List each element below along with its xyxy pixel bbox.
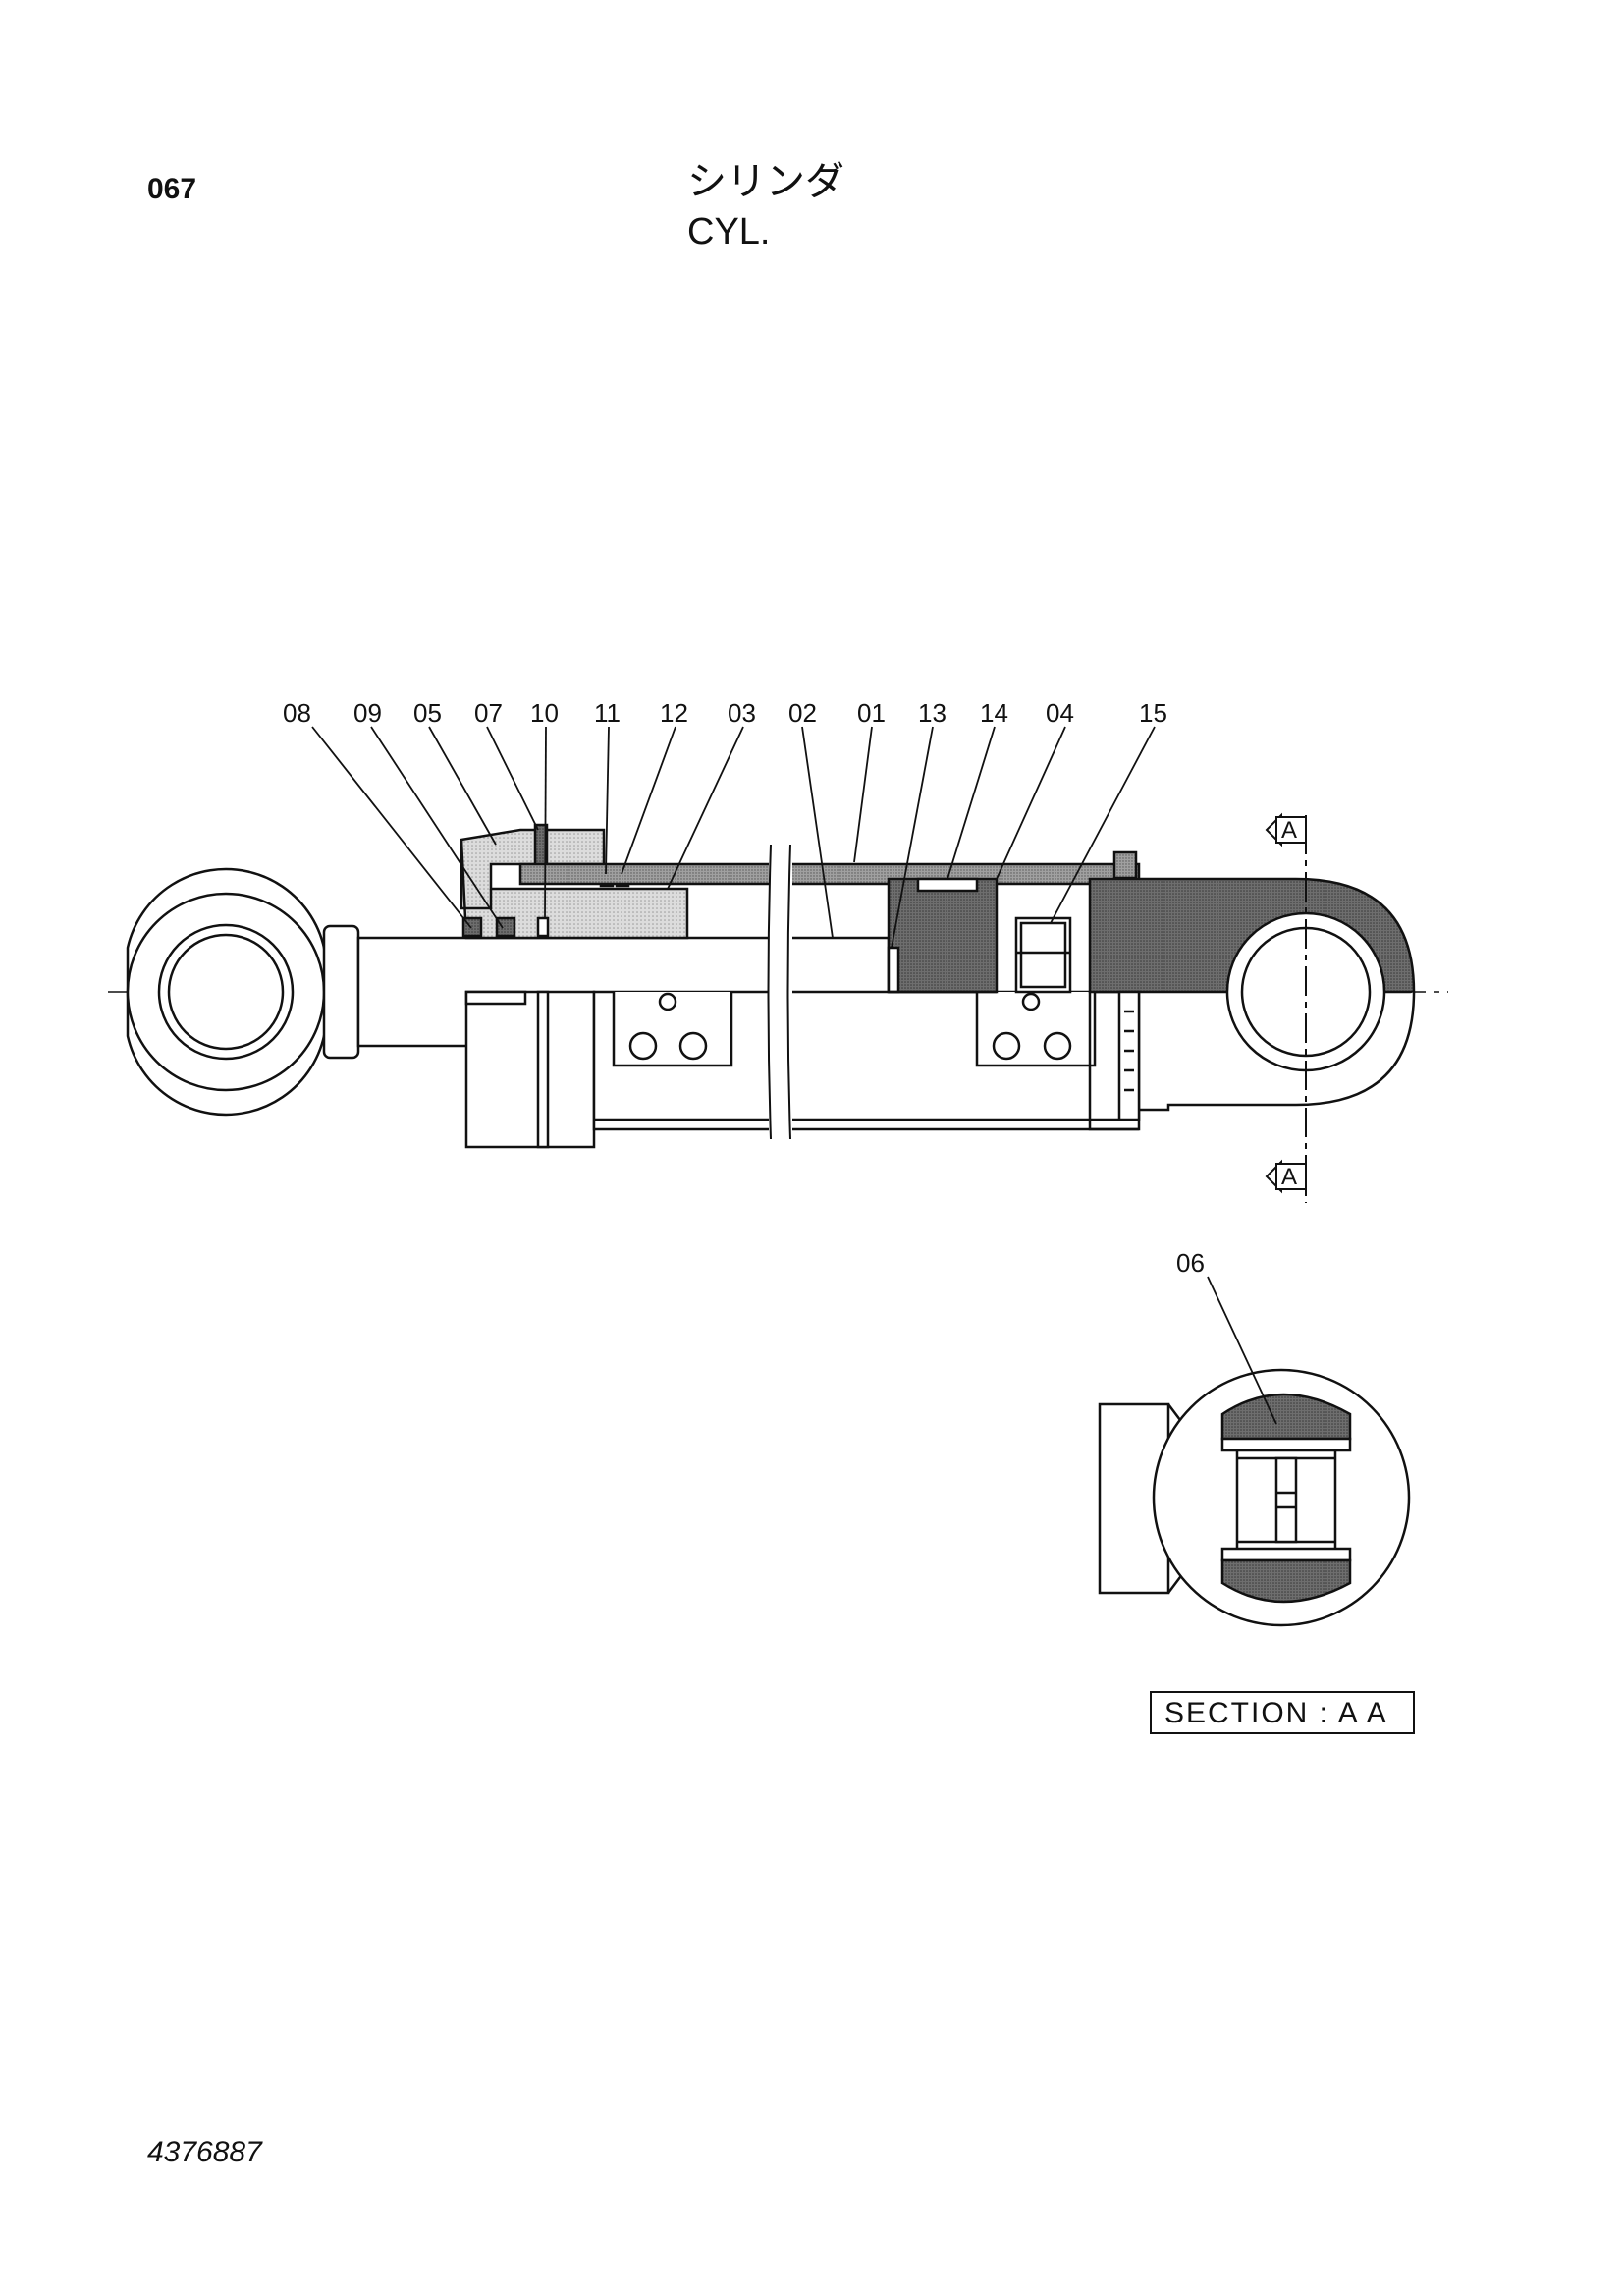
drawing-number: 4376887 — [147, 2136, 262, 2168]
callout-labels: 08 09 05 07 10 11 12 03 02 01 13 14 04 1… — [283, 698, 1167, 728]
callout-08: 08 — [283, 698, 311, 728]
callout-03: 03 — [728, 698, 756, 728]
callout-07: 07 — [474, 698, 503, 728]
page-number: 067 — [147, 173, 197, 205]
callout-13: 13 — [918, 698, 947, 728]
callout-14: 14 — [980, 698, 1008, 728]
section-callout-leader — [1207, 1276, 1277, 1425]
piston-nut — [1014, 916, 1072, 994]
callout-09: 09 — [353, 698, 382, 728]
piston — [887, 877, 999, 994]
section-label-box — [1150, 1691, 1415, 1734]
title-english: CYL. — [687, 211, 771, 252]
break-lines — [767, 844, 792, 1140]
callout-05: 05 — [413, 698, 442, 728]
callout-11: 11 — [594, 698, 621, 728]
section-mark-top: A — [1281, 817, 1297, 844]
callout-15: 15 — [1139, 698, 1167, 728]
section-aa-view — [1098, 1368, 1411, 1627]
section-label: SECTION : A A — [1164, 1697, 1388, 1729]
cylinder-head — [460, 823, 689, 1149]
rod-eye-left — [126, 867, 360, 1117]
callout-02: 02 — [788, 698, 817, 728]
callout-04: 04 — [1046, 698, 1074, 728]
callout-01: 01 — [857, 698, 886, 728]
section-cut-line — [1265, 812, 1307, 1203]
callout-10: 10 — [530, 698, 559, 728]
section-mark-bottom: A — [1281, 1164, 1297, 1190]
leader-lines — [311, 726, 1156, 949]
cylinder-bottom — [1088, 877, 1416, 1131]
callout-12: 12 — [660, 698, 688, 728]
cylinder-tube — [518, 850, 1141, 1131]
title-japanese: シリンダ — [687, 159, 844, 204]
callout-06: 06 — [1176, 1248, 1205, 1278]
